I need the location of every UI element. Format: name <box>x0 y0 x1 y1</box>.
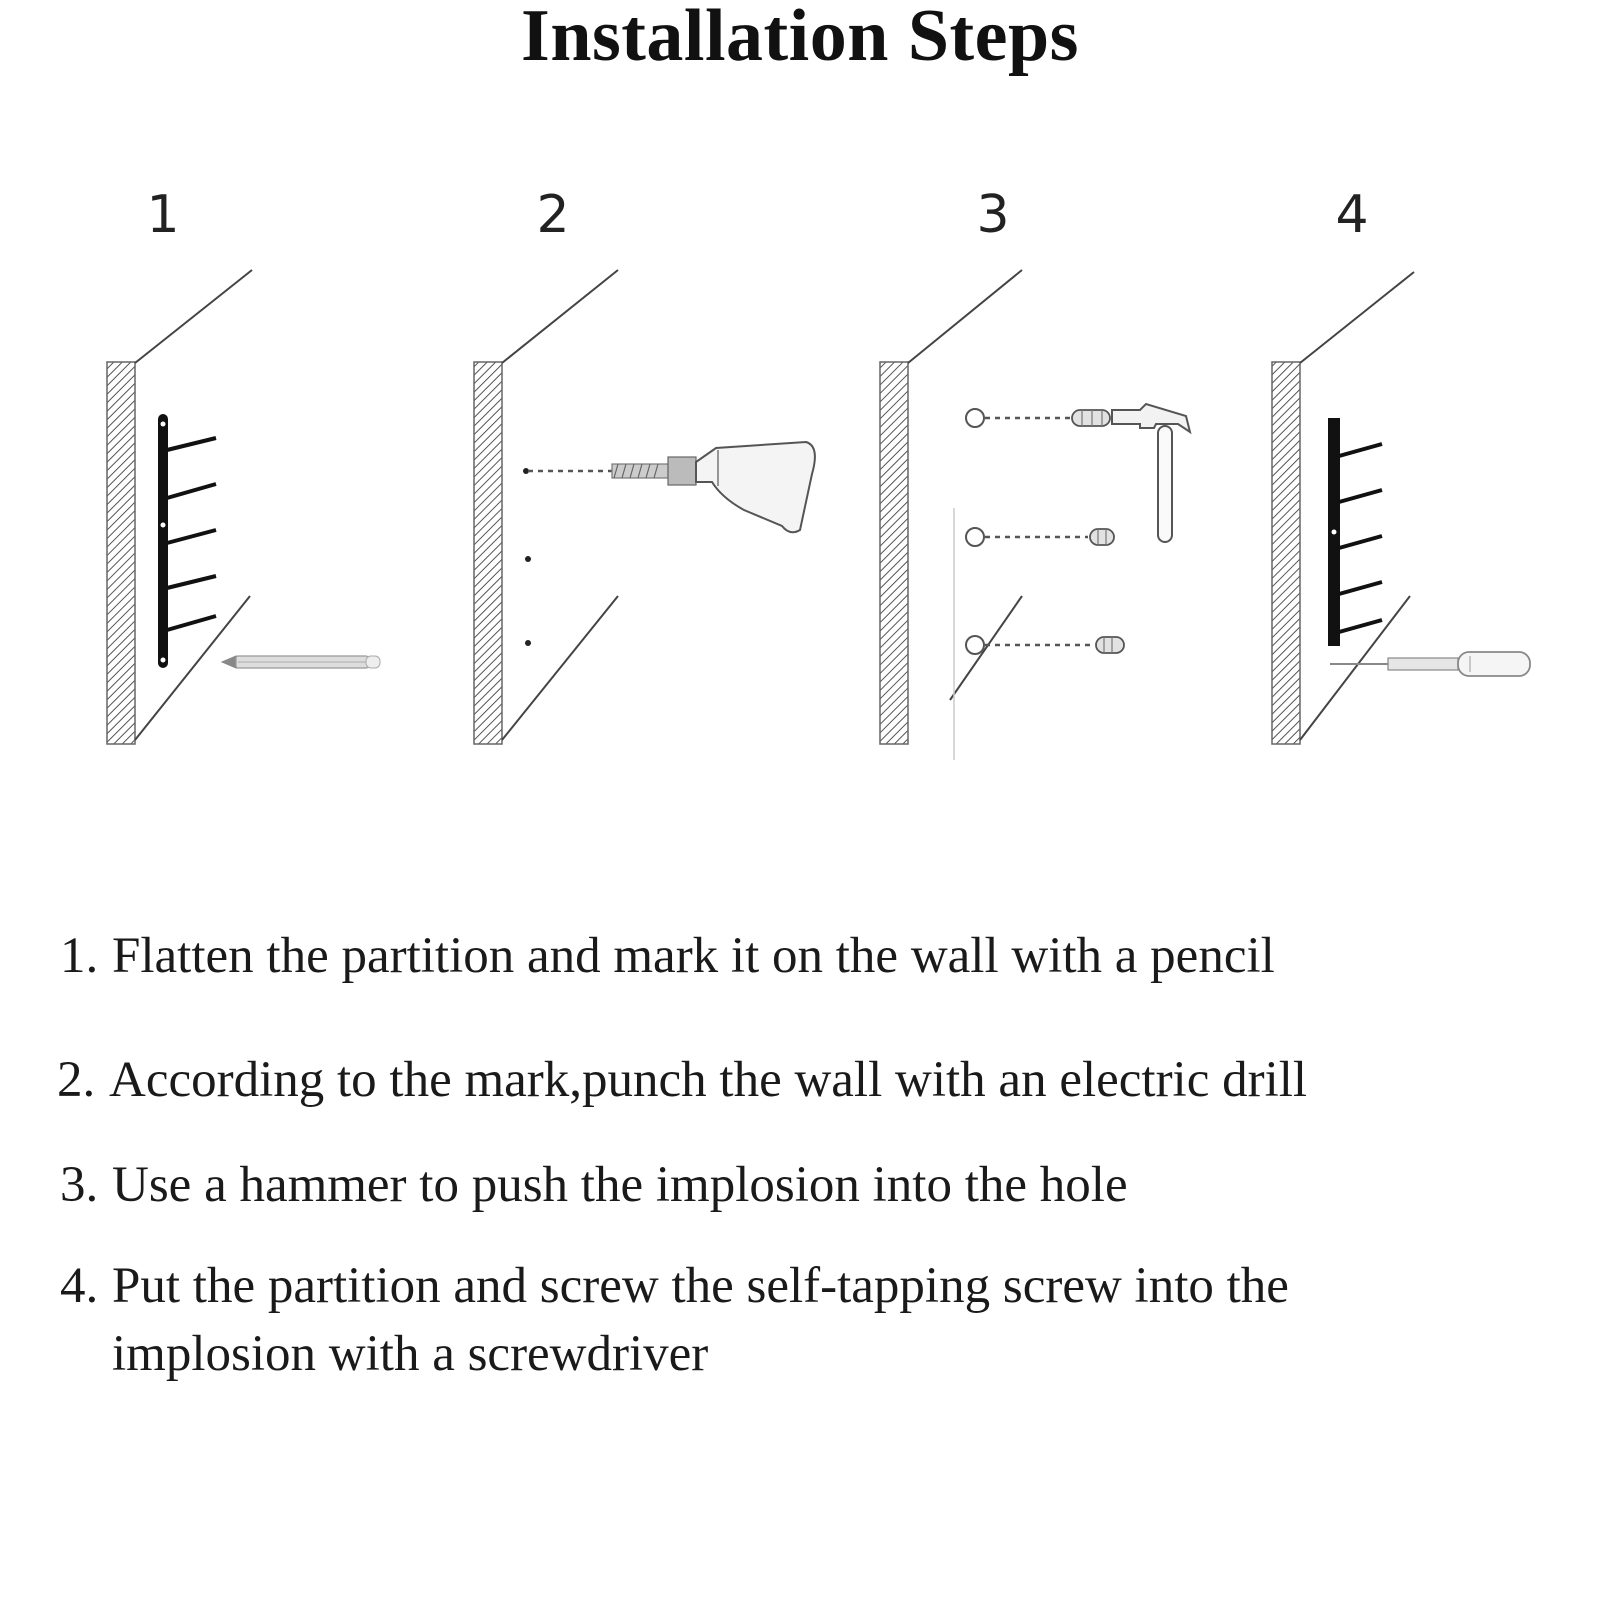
panel-2 <box>473 269 816 745</box>
shelf-rack <box>158 414 217 668</box>
wall-perspective-line-bottom <box>1299 595 1411 741</box>
wall-perspective-line-bottom <box>501 595 619 741</box>
panel-number-4: 4 <box>1335 185 1368 245</box>
wall-hole-row <box>965 402 1192 543</box>
wall-section <box>473 361 503 745</box>
panel-3 <box>879 269 1192 760</box>
installation-diagram: 1 2 3 4 <box>106 185 1531 760</box>
wall-perspective-line-top <box>1299 271 1415 364</box>
instruction-number: 1. <box>60 928 99 984</box>
wall-anchor-icon <box>1095 636 1125 654</box>
instruction-text-line-1: Put the partition and screw the self-tap… <box>112 1258 1289 1314</box>
hammer-icon <box>1111 402 1192 543</box>
instruction-item-3: 3.Use a hammer to push the implosion int… <box>60 1151 1128 1219</box>
wall-hole-row <box>965 635 1125 655</box>
panel-1 <box>106 269 381 745</box>
wall-perspective-line-bottom <box>949 595 1023 701</box>
instruction-number: 3. <box>60 1157 99 1213</box>
panel-number-3: 3 <box>976 185 1009 245</box>
instruction-text: Use a hammer to push the implosion into … <box>112 1157 1128 1213</box>
wall-section <box>106 361 136 745</box>
page-title: Installation Steps <box>521 0 1079 77</box>
wall-anchor-icon <box>1071 409 1111 427</box>
panel-number-1: 1 <box>146 185 179 245</box>
electric-drill-icon <box>611 440 816 534</box>
shelf-rack <box>1328 418 1383 646</box>
instruction-item-4: 4.Put the partition and screw the self-t… <box>60 1252 1289 1388</box>
instruction-text: According to the mark,punch the wall wit… <box>109 1052 1308 1108</box>
instruction-text: Flatten the partition and mark it on the… <box>112 928 1275 984</box>
pencil-mark <box>523 468 531 646</box>
instruction-text-line-2: implosion with a screwdriver <box>112 1326 709 1382</box>
panel-4 <box>1271 271 1531 745</box>
wall-section <box>1271 361 1301 745</box>
wall-hole-row <box>965 527 1115 547</box>
instruction-number: 2. <box>57 1052 96 1108</box>
wall-perspective-line-bottom <box>134 595 251 741</box>
wall-anchor-icon <box>1089 528 1115 546</box>
wall-perspective-line-top <box>501 269 619 364</box>
instruction-item-1: 1.Flatten the partition and mark it on t… <box>60 922 1275 990</box>
wall-perspective-line-top <box>907 269 1023 364</box>
instruction-item-2: 2.According to the mark,punch the wall w… <box>57 1046 1307 1114</box>
panel-number-2: 2 <box>536 185 569 245</box>
pencil-icon <box>220 655 381 669</box>
wall-section <box>879 361 909 745</box>
screwdriver-icon <box>1330 651 1531 677</box>
instruction-number: 4. <box>60 1258 99 1314</box>
wall-perspective-line-top <box>134 269 253 364</box>
